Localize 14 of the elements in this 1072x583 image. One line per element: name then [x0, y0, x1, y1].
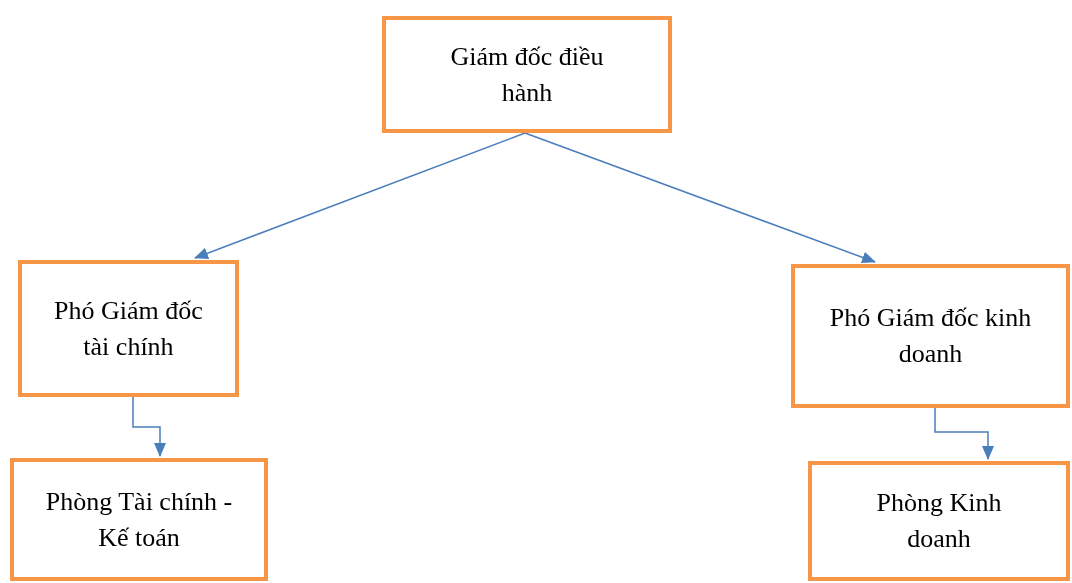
box-label: Phòng Kinh doanh: [875, 487, 1003, 555]
arrow: [194, 132, 526, 259]
arrow: [132, 396, 166, 457]
arrow: [524, 132, 876, 264]
org-box: [382, 16, 672, 133]
arrow: [934, 407, 994, 460]
org-box: [808, 461, 1070, 581]
org-box: [791, 264, 1070, 408]
box-label: Phó Giám đốc kinh doanh: [828, 302, 1033, 370]
org-box: [10, 458, 268, 581]
box-label: Phó Giám đốc tài chính: [53, 294, 204, 363]
org-box: [18, 260, 239, 397]
box-label: Giám đốc điều hành: [449, 40, 605, 109]
box-label: Phòng Tài chính - Kế toán: [44, 485, 234, 554]
